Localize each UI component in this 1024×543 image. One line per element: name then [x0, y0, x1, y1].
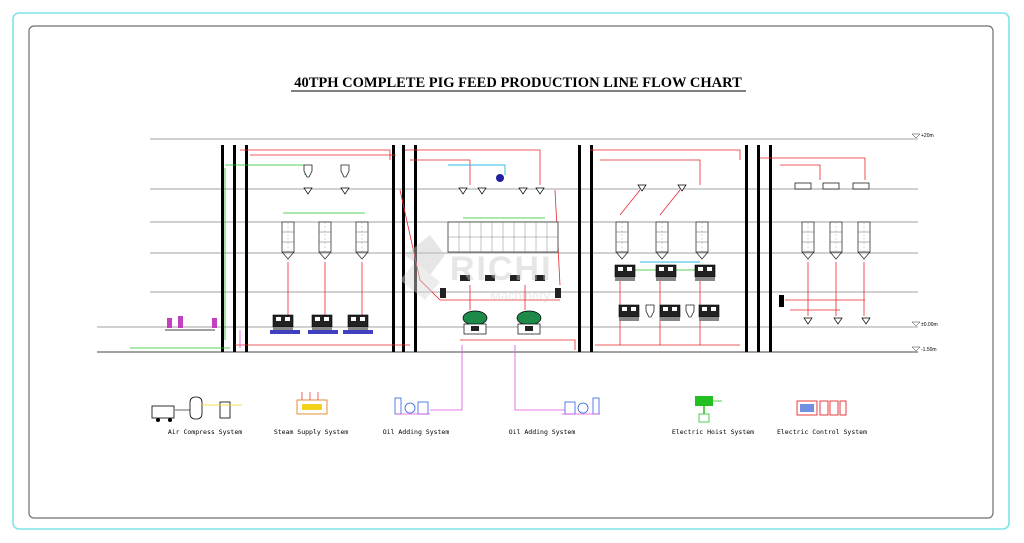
electric-hoist-icon — [695, 396, 722, 423]
cyan-conveyors — [448, 164, 700, 263]
steam-boiler-icon — [296, 392, 328, 415]
air-compressor-icon — [151, 396, 242, 422]
section-receiving — [165, 164, 373, 334]
system-label: Electric Hoist System — [672, 428, 754, 436]
system-label: Oil Adding System — [383, 428, 450, 436]
building-walls — [221, 145, 772, 352]
watermark-sub-text: Machinery — [490, 288, 550, 303]
oil-lines — [239, 330, 565, 411]
system-label: Electric Control System — [777, 428, 867, 436]
conveying-lines — [235, 149, 866, 350]
outer-frame — [12, 12, 1010, 530]
system-electric-control: Electric Control System — [777, 400, 867, 436]
system-oil-adding-1: Oil Adding System — [383, 397, 450, 436]
watermark-logo-text: RICHI — [450, 250, 553, 288]
system-air-compress: Air Compress System — [151, 396, 242, 436]
chart-title: 40TPH COMPLETE PIG FEED PRODUCTION LINE … — [294, 75, 742, 91]
oil-pump-icon — [394, 397, 430, 415]
inner-frame — [28, 25, 994, 519]
system-oil-adding-2: Oil Adding System — [509, 397, 600, 436]
system-label: Steam Supply System — [274, 428, 348, 436]
section-batching — [440, 174, 561, 335]
level-mark-ground: ±0.00m — [921, 322, 938, 328]
watermark: RICHI Machinery — [400, 235, 553, 303]
system-steam-supply: Steam Supply System — [274, 392, 348, 436]
system-label: Oil Adding System — [509, 428, 576, 436]
level-marks: +20m ±0.00m -1.50m — [911, 133, 938, 353]
control-cabinet-icon — [796, 400, 847, 416]
section-packing — [779, 182, 871, 325]
system-label: Air Compress System — [168, 428, 242, 436]
oil-pump-icon — [562, 397, 600, 415]
level-mark-top: +20m — [921, 133, 934, 139]
system-electric-hoist: Electric Hoist System — [672, 396, 754, 436]
level-mark-pit: -1.50m — [921, 347, 937, 353]
